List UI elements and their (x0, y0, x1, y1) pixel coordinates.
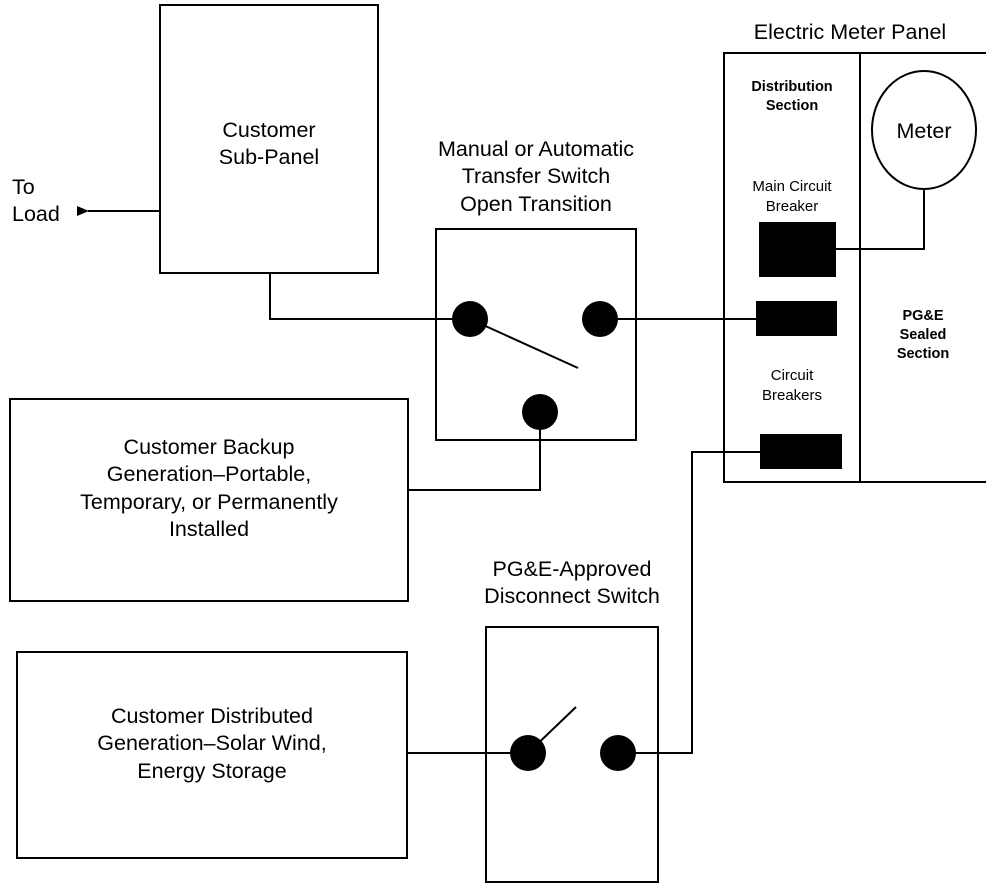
disconnect-switch-box (485, 626, 659, 883)
backup-generation-box (9, 398, 409, 602)
main-circuit-breaker (759, 222, 836, 277)
transfer-switch-terminal-generator (522, 394, 558, 430)
sub-panel-wire (269, 273, 470, 320)
disconnect-switch-terminal-out (600, 735, 636, 771)
meter-label: Meter (896, 119, 952, 143)
disconnect-switch-terminal-in (510, 735, 546, 771)
transfer-switch-terminal-utility (582, 301, 618, 337)
meter-panel-title: Electric Meter Panel (753, 20, 947, 44)
electric-meter-panel-outline (723, 52, 986, 483)
transfer-switch-blade (469, 318, 579, 369)
transfer-switch-terminal-sub-panel (452, 301, 488, 337)
transfer-switch-box (435, 228, 637, 441)
disconnect-to-breaker-wire (618, 451, 760, 754)
breaker-to-meter-wire (836, 189, 925, 250)
circuit-breaker-2 (760, 434, 842, 469)
backup-generation-wire (408, 412, 541, 491)
distributed-generation-box (16, 651, 408, 859)
circuit-breaker-1 (756, 301, 837, 336)
